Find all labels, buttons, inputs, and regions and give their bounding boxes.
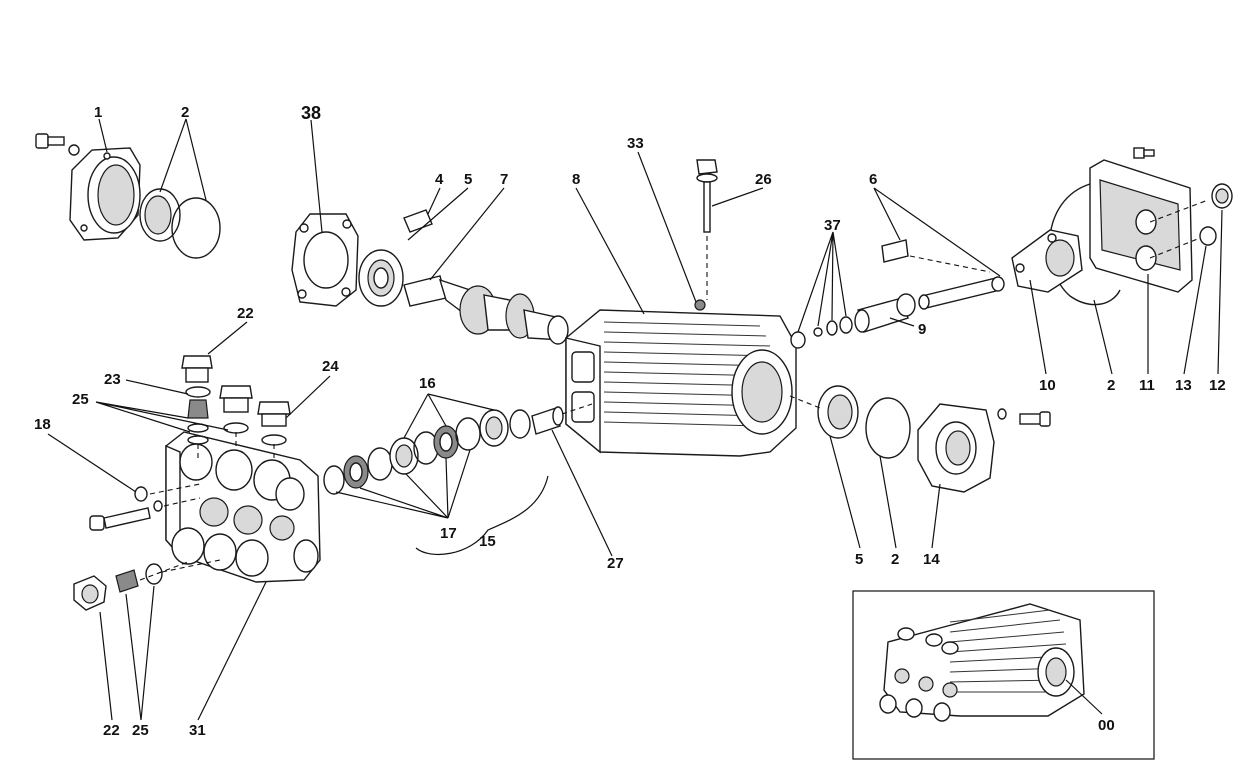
bearing-cover-left xyxy=(35,133,221,259)
manifold-bottom-plugs xyxy=(73,563,163,611)
manifold-bolt xyxy=(89,486,163,531)
callout-label: 38 xyxy=(301,103,321,123)
callout-label: 1 xyxy=(94,104,102,121)
callout-label: 14 xyxy=(923,551,940,568)
callout-label: 8 xyxy=(572,171,580,188)
callout-label: 13 xyxy=(1175,377,1192,394)
dipstick-26 xyxy=(696,159,718,233)
callout-label: 25 xyxy=(132,722,149,739)
callout-label: 6 xyxy=(869,171,877,188)
callout-labels: 1 2 38 4 5 7 8 33 26 6 37 9 10 2 11 13 1… xyxy=(34,103,1226,739)
callout-label: 25 xyxy=(72,391,89,408)
callout-label: 26 xyxy=(755,171,772,188)
callout-label: 16 xyxy=(419,375,436,392)
callout-label: 4 xyxy=(435,171,444,188)
manifold-top-plugs xyxy=(181,355,291,446)
callout-label: 17 xyxy=(440,525,457,542)
callout-label: 15 xyxy=(479,533,496,550)
callout-label: 22 xyxy=(103,722,120,739)
crankcase-8 xyxy=(565,299,797,457)
seal-packing-group xyxy=(323,406,564,495)
callout-label: 2 xyxy=(891,551,899,568)
crankshaft-group xyxy=(358,209,569,345)
callout-label: 23 xyxy=(104,371,121,388)
callout-label: 12 xyxy=(1209,377,1226,394)
callout-label: 37 xyxy=(824,217,841,234)
callout-label: 11 xyxy=(1139,377,1155,394)
callout-label: 00 xyxy=(1098,717,1115,734)
callout-label: 10 xyxy=(1039,377,1056,394)
callout-label: 2 xyxy=(181,104,189,121)
bearing-cover-right xyxy=(817,385,1051,493)
callout-label: 5 xyxy=(464,171,472,188)
callout-label: 22 xyxy=(237,305,254,322)
callout-label: 33 xyxy=(627,135,644,152)
callout-label: 9 xyxy=(918,321,926,338)
callout-label: 31 xyxy=(189,722,206,739)
callout-label: 27 xyxy=(607,555,624,572)
callout-label: 7 xyxy=(500,171,508,188)
callout-label: 24 xyxy=(322,358,339,375)
rear-cover-group xyxy=(1011,147,1233,306)
callout-label: 5 xyxy=(855,551,863,568)
assembled-pump-inset xyxy=(879,603,1085,722)
manifold-31 xyxy=(165,431,321,583)
gasket-38 xyxy=(291,213,359,307)
callout-label: 18 xyxy=(34,416,51,433)
piston-group xyxy=(790,239,1005,349)
callout-label: 2 xyxy=(1107,377,1115,394)
